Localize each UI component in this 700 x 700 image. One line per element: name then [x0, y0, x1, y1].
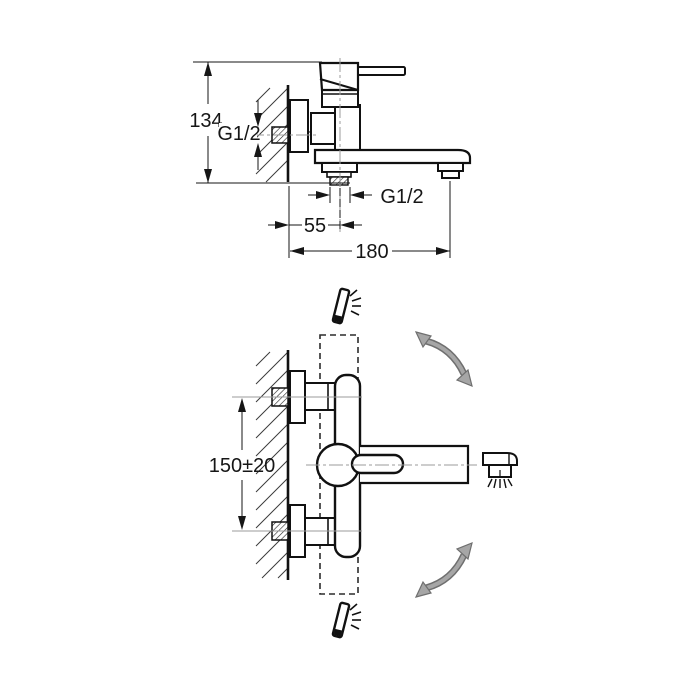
bottom-outlet-thread	[329, 176, 349, 186]
spout	[313, 148, 472, 165]
dim-label-spacing: 150±20	[209, 455, 276, 477]
connector-block	[310, 112, 338, 145]
mixer-body	[334, 104, 361, 152]
dimension-height-134: 134	[189, 61, 350, 184]
dimension-outlet-thread: G1/2	[308, 186, 424, 208]
dim-label-outlet-thread: G1/2	[380, 186, 423, 208]
handle-cap	[318, 61, 360, 92]
swivel-arrow-top-icon	[414, 331, 473, 387]
bottom-outlet-step	[326, 171, 352, 178]
dimension-reach-180: 180	[290, 181, 451, 263]
handshower-icon	[482, 452, 518, 489]
dim-label-offset: 55	[304, 215, 326, 237]
dimension-offset-55: 55	[268, 186, 362, 258]
dim-label-reach: 180	[355, 241, 388, 263]
spout-outlet	[437, 162, 464, 172]
handle-lever	[357, 66, 406, 76]
dimension-wall-thread: G1/2	[217, 100, 262, 170]
dim-label-height: 134	[189, 110, 222, 132]
spout-outlet-lower	[441, 170, 460, 179]
swivel-arrow-bottom-icon	[414, 542, 473, 598]
spray-direction-bottom-icon	[331, 601, 362, 639]
wall-flange	[289, 99, 309, 153]
spray-direction-top-icon	[331, 287, 362, 325]
dim-label-wall-thread: G1/2	[217, 123, 260, 145]
front-view: 150±20	[209, 287, 518, 639]
dimension-spacing-150: 150±20	[209, 398, 276, 530]
side-view: 134 G1/2 G1/2	[189, 58, 472, 263]
handle-lever-front	[350, 453, 405, 475]
